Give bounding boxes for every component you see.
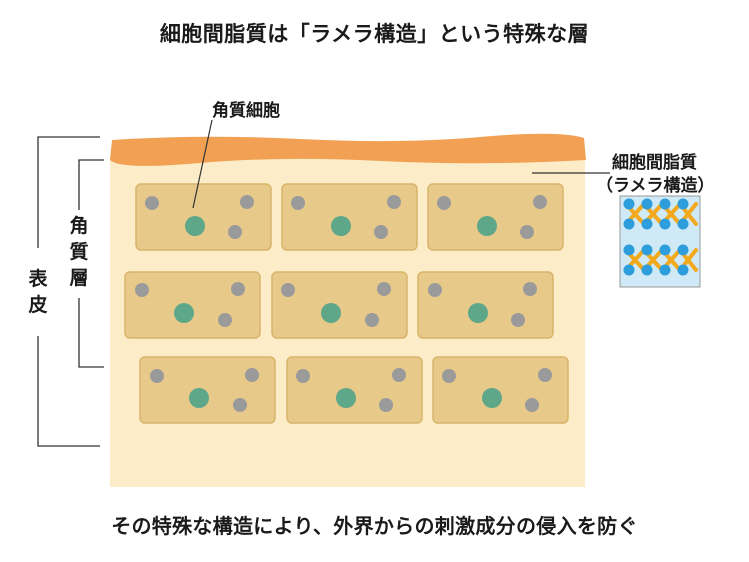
granule xyxy=(365,313,379,327)
stratum-corneum-label: 角質層 xyxy=(69,215,89,289)
nucleus xyxy=(174,303,194,323)
nucleus xyxy=(336,388,356,408)
nucleus xyxy=(189,388,209,408)
lamellar-structure-inset xyxy=(619,195,701,288)
lipid-label-line1: 細胞間脂質 xyxy=(612,153,697,173)
granule xyxy=(379,398,393,412)
granule xyxy=(442,369,456,383)
corneocyte xyxy=(417,271,554,339)
granule xyxy=(511,313,525,327)
corneocyte xyxy=(432,356,569,424)
granule xyxy=(281,283,295,297)
granule xyxy=(387,195,401,209)
epidermis-label: 表皮 xyxy=(28,268,48,316)
granule xyxy=(150,369,164,383)
granule xyxy=(392,368,406,382)
corneocyte-row-1 xyxy=(135,183,564,251)
granule xyxy=(145,196,159,210)
granule xyxy=(228,225,242,239)
nucleus xyxy=(468,303,488,323)
skin-surface-band xyxy=(110,133,586,166)
granule xyxy=(428,283,442,297)
corneocyte xyxy=(124,271,261,339)
granule xyxy=(523,282,537,296)
granule xyxy=(538,368,552,382)
nucleus xyxy=(477,216,497,236)
diagram-title: 細胞間脂質は「ラメラ構造」という特殊な層 xyxy=(159,22,590,46)
corneocyte xyxy=(135,183,272,251)
nucleus xyxy=(331,216,351,236)
granule xyxy=(135,283,149,297)
lipid-label-line2: （ラメラ構造） xyxy=(596,176,715,196)
granule xyxy=(231,282,245,296)
nucleus xyxy=(482,388,502,408)
nucleus xyxy=(185,216,205,236)
corneocyte-row-3 xyxy=(139,356,569,424)
granule xyxy=(374,225,388,239)
corneocyte-leader-line xyxy=(192,119,213,209)
granule xyxy=(245,368,259,382)
granule xyxy=(533,195,547,209)
granule xyxy=(240,195,254,209)
granule xyxy=(377,282,391,296)
granule xyxy=(525,398,539,412)
granule xyxy=(291,196,305,210)
nucleus xyxy=(321,303,341,323)
corneocyte xyxy=(427,183,564,251)
corneocyte xyxy=(271,271,408,339)
corneocyte-row-2 xyxy=(124,271,554,339)
corneocyte-label: 角質細胞 xyxy=(212,101,280,121)
corneocyte xyxy=(139,356,276,424)
granule xyxy=(437,196,451,210)
diagram-caption: その特殊な構造により、外界からの刺激成分の侵入を防ぐ xyxy=(111,514,638,538)
granule xyxy=(233,398,247,412)
corneocyte xyxy=(286,356,423,424)
granule xyxy=(520,225,534,239)
corneocyte xyxy=(281,183,418,251)
granule xyxy=(218,313,232,327)
granule xyxy=(296,369,310,383)
